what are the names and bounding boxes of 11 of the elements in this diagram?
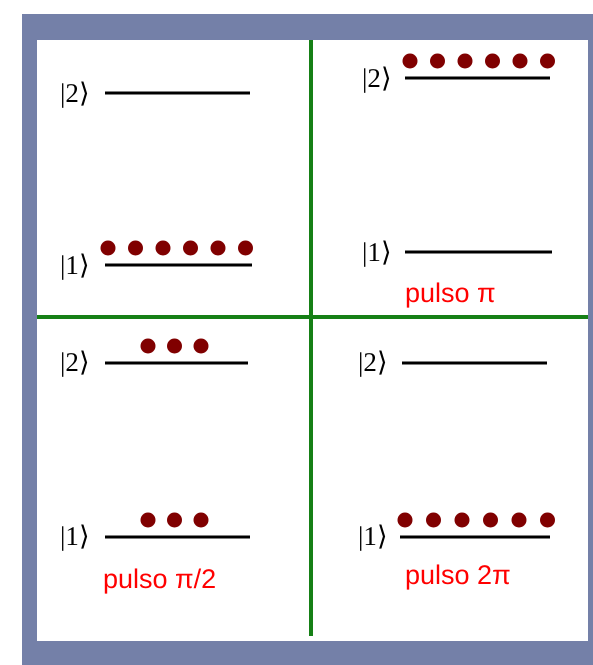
- state-label: |2⟩: [358, 349, 388, 376]
- state-label: |2⟩: [362, 65, 392, 92]
- pulse-label: pulso 2π: [405, 562, 511, 589]
- state-label: |1⟩: [362, 239, 392, 266]
- pulse-label: pulso π: [405, 280, 496, 307]
- state-label: |2⟩: [60, 80, 90, 107]
- pulse-label: pulso π/2: [103, 566, 216, 593]
- state-label: |2⟩: [60, 349, 90, 376]
- state-label: |1⟩: [60, 523, 90, 550]
- state-label: |1⟩: [358, 523, 388, 550]
- state-label: |1⟩: [60, 252, 90, 279]
